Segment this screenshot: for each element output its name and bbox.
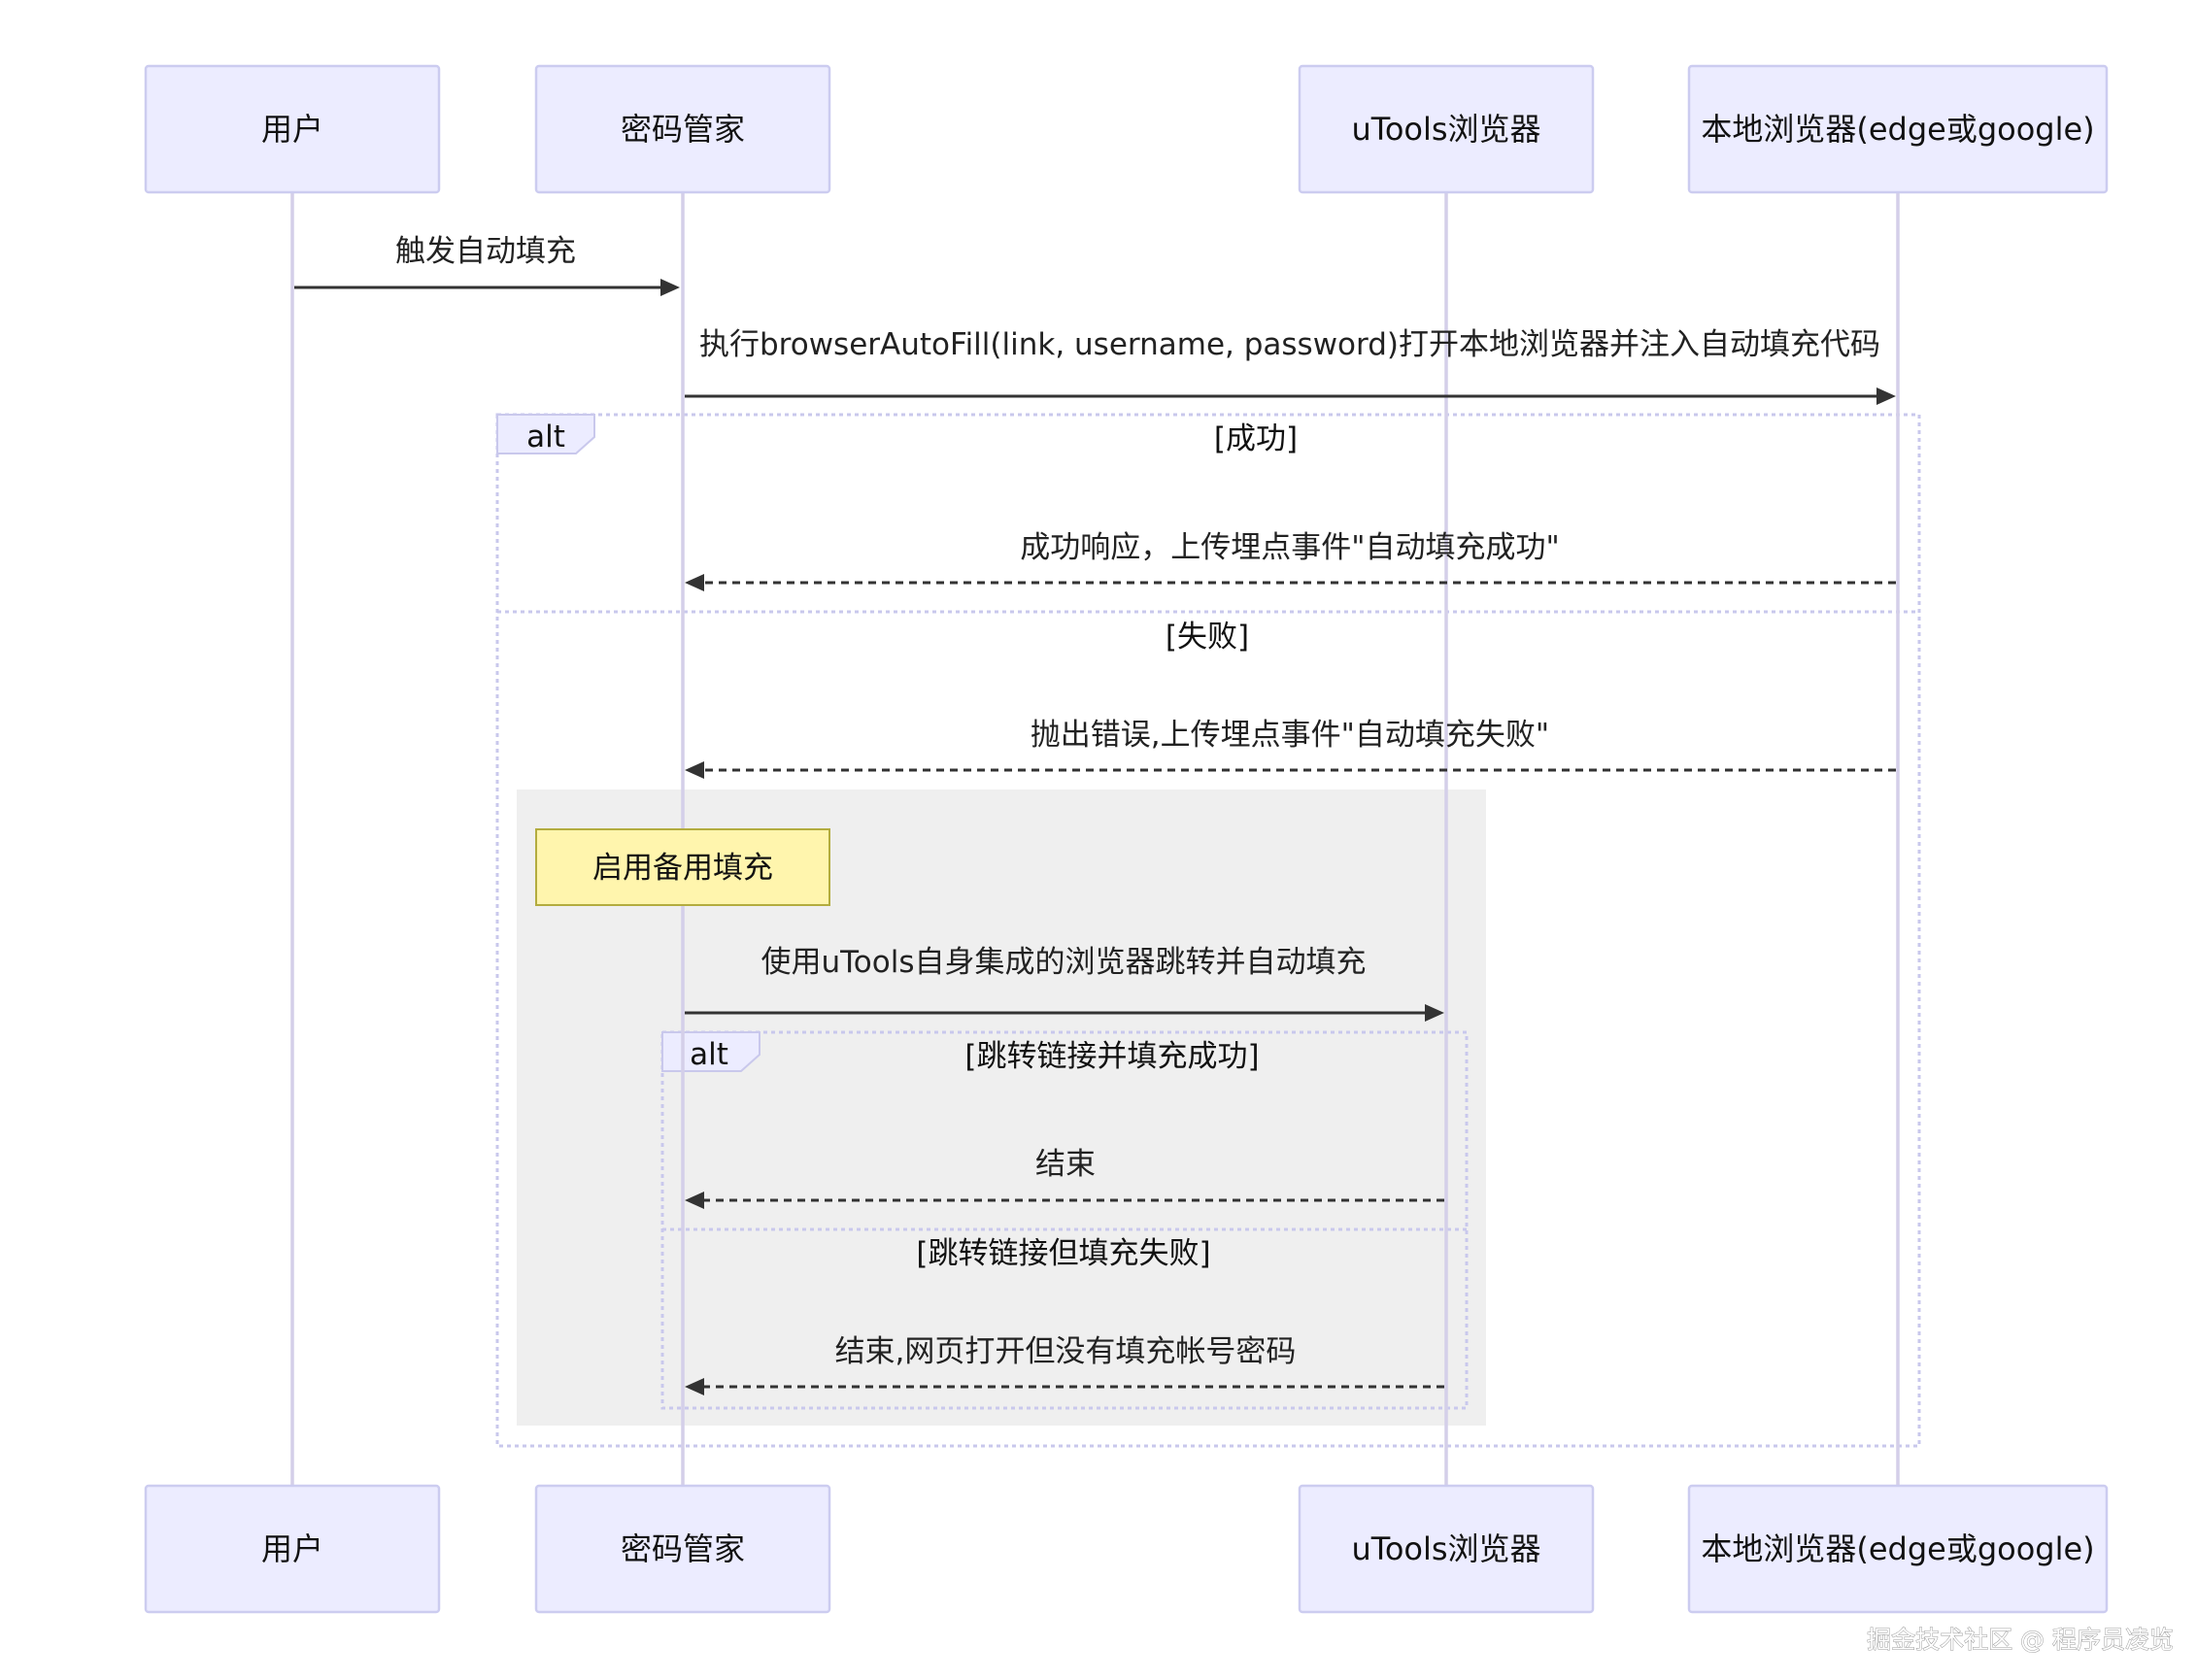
- arrowhead-utools-redirect: [1425, 1004, 1444, 1022]
- arrowhead-end: [685, 1192, 704, 1209]
- message-label-browser-autofill: 执行browserAutoFill(link, username, passwo…: [699, 327, 1880, 362]
- messages: 触发自动填充 执行browserAutoFill(link, username,…: [294, 234, 1896, 1395]
- actor-user-top: 用户: [144, 64, 441, 194]
- watermark: 掘金技术社区 @ 程序员凌览: [1867, 1626, 2174, 1654]
- actor-password-manager-label: 密码管家: [621, 111, 745, 148]
- actor-utools-browser-top: uTools浏览器: [1298, 64, 1595, 194]
- arrowhead-success-response: [685, 574, 704, 591]
- actor-user-label: 用户: [261, 111, 323, 148]
- actor-user-bottom: 用户: [144, 1484, 441, 1614]
- actor-password-manager-bottom: 密码管家: [534, 1484, 831, 1614]
- actor-utools-browser-label: uTools浏览器: [1351, 111, 1540, 148]
- actor-local-browser-label-bottom: 本地浏览器(edge或google): [1701, 1530, 2094, 1567]
- message-label-end: 结束: [1035, 1147, 1096, 1182]
- outer-alt-condition-failure: [失败]: [1166, 620, 1249, 655]
- outer-alt-border: [495, 413, 1921, 1448]
- message-label-utools-redirect: 使用uTools自身集成的浏览器跳转并自动填充: [760, 945, 1366, 980]
- inner-alt-keyword: alt: [690, 1037, 728, 1072]
- actor-utools-browser-bottom: uTools浏览器: [1298, 1484, 1595, 1614]
- inner-alt-condition-success: [跳转链接并填充成功]: [964, 1039, 1259, 1074]
- inner-alt-tab: [661, 1031, 760, 1072]
- actor-user-label-bottom: 用户: [261, 1530, 323, 1567]
- actor-local-browser-top: 本地浏览器(edge或google): [1687, 64, 2109, 194]
- arrowhead-throw-error: [685, 761, 704, 779]
- outer-alt-frame: alt [成功] [失败]: [495, 413, 1921, 1448]
- arrowhead-browser-autofill: [1876, 387, 1896, 405]
- message-label-trigger-autofill: 触发自动填充: [395, 234, 576, 269]
- message-label-throw-error: 抛出错误,上传埋点事件"自动填充失败": [1031, 718, 1549, 753]
- arrowhead-trigger-autofill: [660, 279, 680, 296]
- actors-top: 用户 密码管家 uTools浏览器 本地浏览器(edge或google): [144, 64, 2109, 194]
- message-label-success-response: 成功响应，上传埋点事件"自动填充成功": [1020, 530, 1560, 565]
- actor-local-browser-label: 本地浏览器(edge或google): [1701, 111, 2094, 148]
- inner-alt-frame: alt [跳转链接并填充成功] [跳转链接但填充失败]: [660, 1030, 1469, 1410]
- actor-local-browser-bottom: 本地浏览器(edge或google): [1687, 1484, 2109, 1614]
- actor-password-manager-top: 密码管家: [534, 64, 831, 194]
- note-box: [535, 828, 830, 906]
- message-label-end-without-fill: 结束,网页打开但没有填充帐号密码: [835, 1334, 1297, 1369]
- inner-alt-condition-failure: [跳转链接但填充失败]: [916, 1236, 1210, 1271]
- note-label: 启用备用填充: [592, 851, 773, 886]
- arrowhead-end-without-fill: [685, 1378, 704, 1395]
- fallback-note: 启用备用填充: [535, 828, 830, 906]
- actors-bottom: 用户 密码管家 uTools浏览器 本地浏览器(edge或google): [144, 1484, 2109, 1614]
- actor-utools-browser-label-bottom: uTools浏览器: [1351, 1530, 1540, 1567]
- outer-alt-tab: [496, 414, 595, 454]
- actor-password-manager-label-bottom: 密码管家: [621, 1530, 745, 1567]
- outer-alt-keyword: alt: [526, 420, 565, 454]
- outer-alt-condition-success: [成功]: [1214, 421, 1298, 456]
